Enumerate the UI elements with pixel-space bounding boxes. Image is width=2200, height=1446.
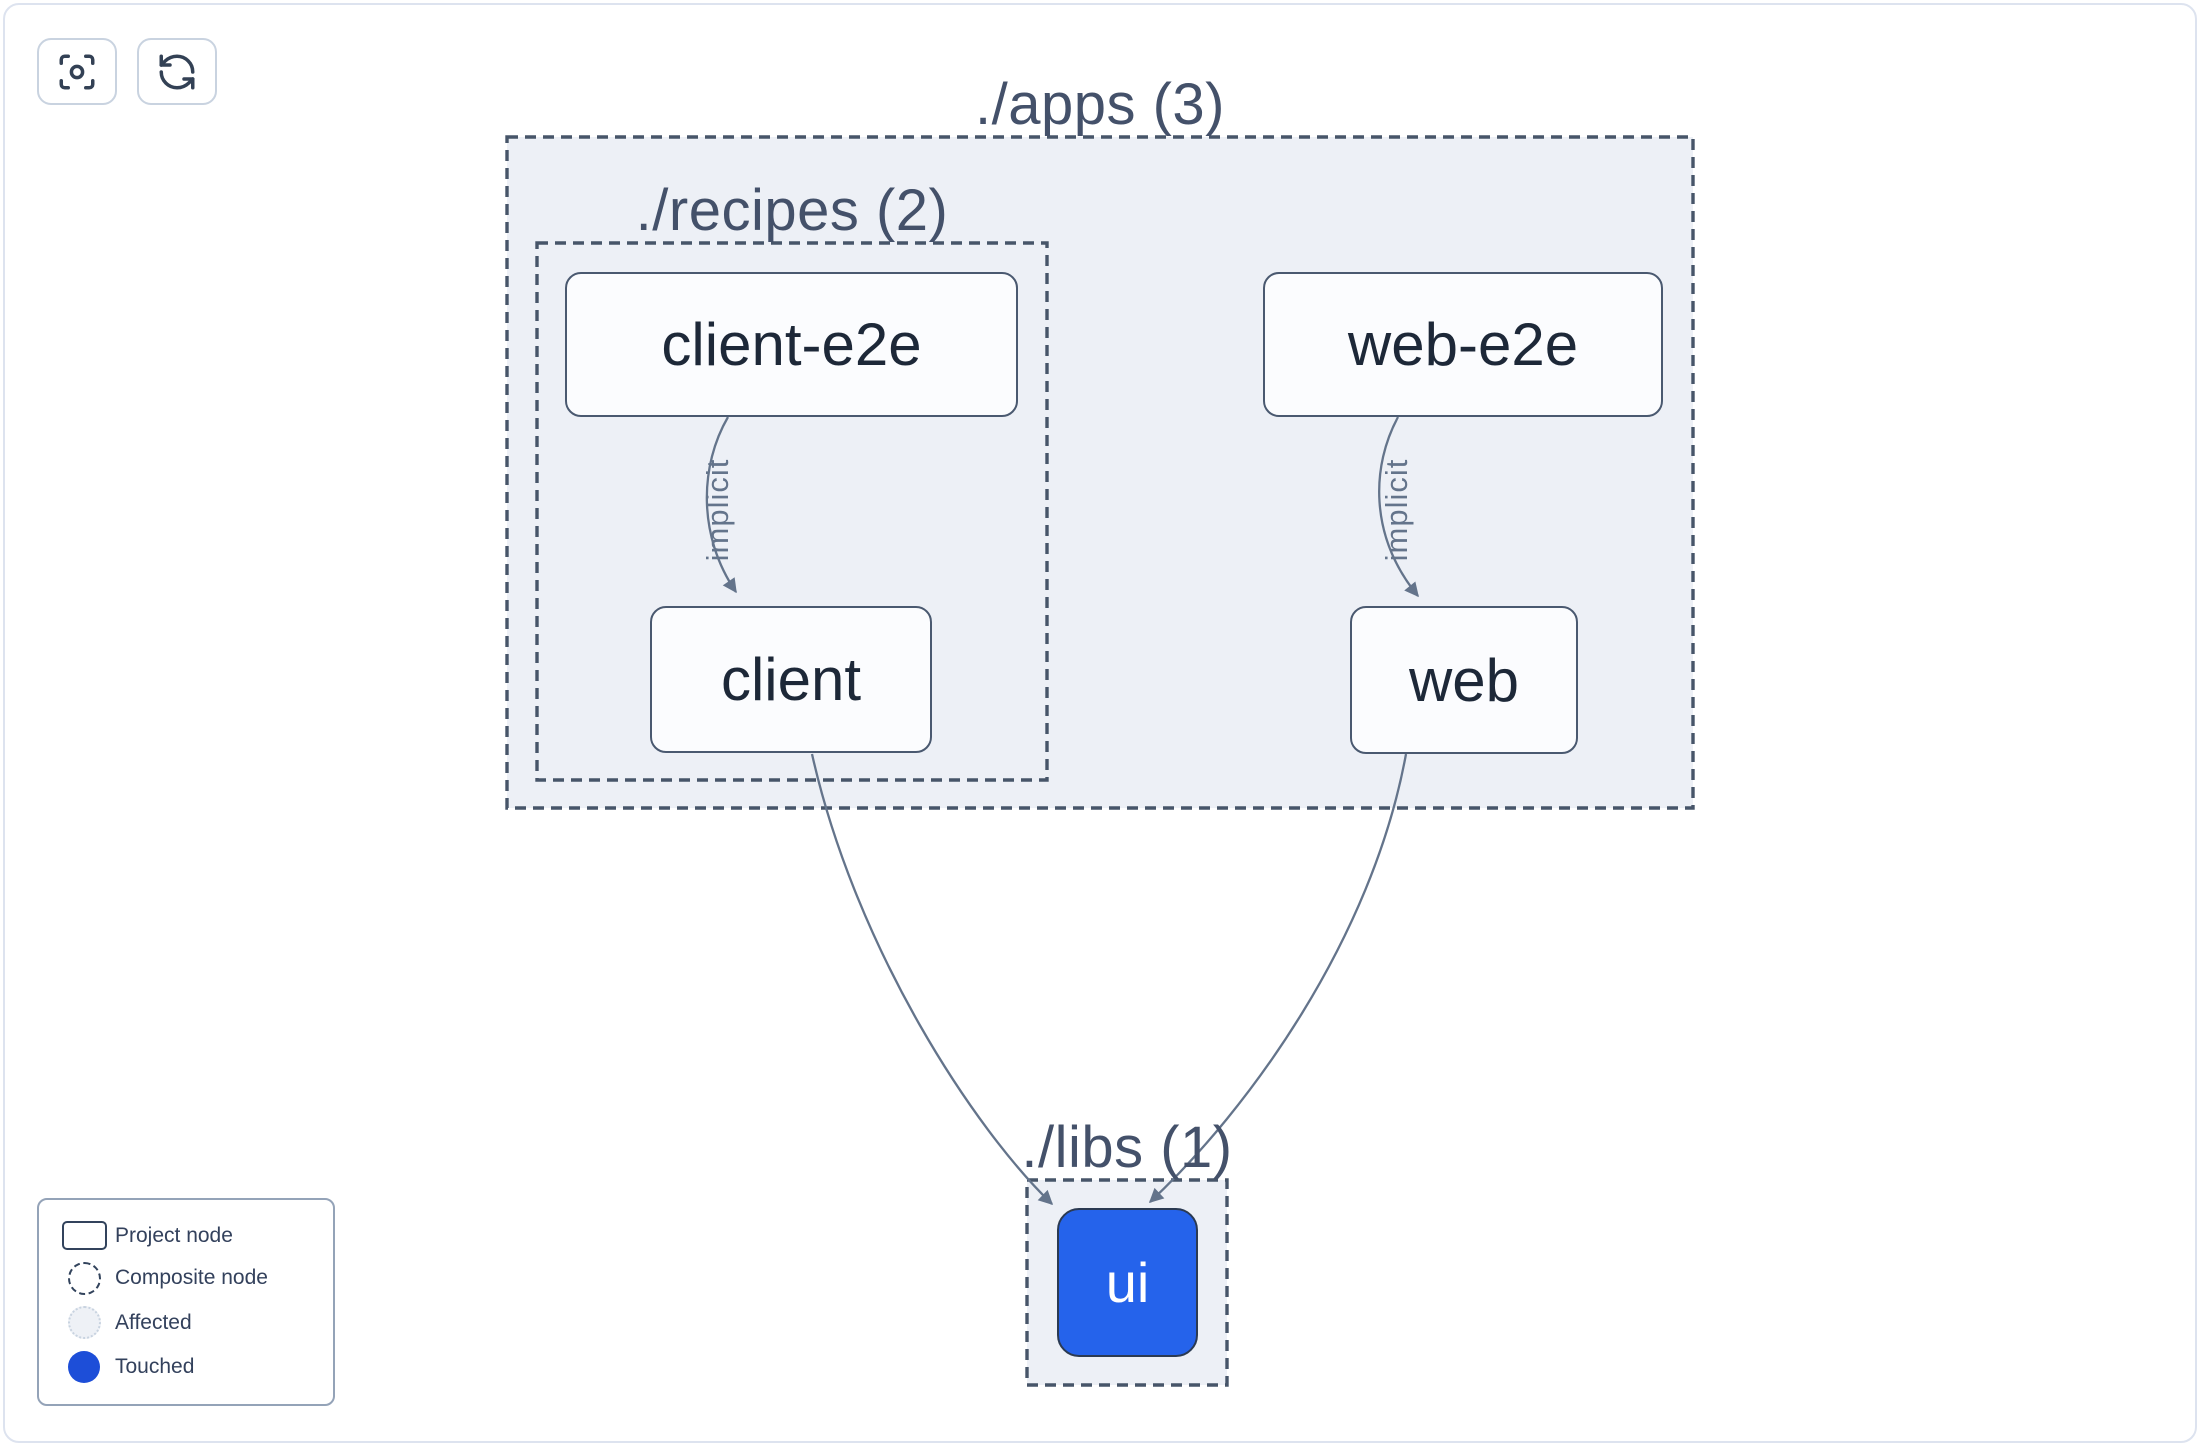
project-node-ui[interactable]: ui [1057, 1208, 1198, 1357]
focus-icon [56, 51, 98, 93]
legend-panel: Project node Composite node Affected Tou… [37, 1198, 335, 1406]
edge-client-to-ui[interactable] [810, 753, 1054, 1205]
node-label-client: client [720, 646, 862, 713]
legend-label: Composite node [115, 1266, 268, 1290]
edge-label-implicit-web: implicit [1379, 458, 1414, 562]
edge-web-e2e-to-web[interactable] [1378, 416, 1419, 598]
project-node-web-e2e[interactable]: web-e2e [1263, 272, 1663, 417]
legend-label: Affected [115, 1310, 192, 1334]
container-title-apps[interactable]: ./apps (3) [975, 72, 1225, 137]
legend-row-touched: Touched [53, 1350, 319, 1383]
refresh-button[interactable] [137, 38, 217, 105]
container-title-recipes[interactable]: ./recipes (2) [635, 178, 949, 243]
node-label-ui: ui [1105, 1251, 1150, 1314]
zoom-to-fit-button[interactable] [37, 38, 117, 105]
node-label-client-e2e: client-e2e [661, 311, 922, 378]
toolbar [37, 38, 217, 105]
project-node-client[interactable]: client [650, 606, 932, 753]
node-label-web: web [1408, 646, 1520, 714]
node-label-web-e2e: web-e2e [1347, 311, 1579, 378]
legend-row-affected: Affected [53, 1306, 319, 1340]
legend-label: Touched [115, 1354, 195, 1378]
project-node-swatch [61, 1221, 107, 1251]
legend-label: Project node [115, 1223, 233, 1247]
edge-web-to-ui[interactable] [1148, 753, 1408, 1203]
container-title-libs[interactable]: ./libs (1) [1021, 1115, 1233, 1180]
edge-client-e2e-to-client[interactable] [705, 416, 737, 594]
edge-label-implicit-client: implicit [700, 458, 735, 562]
project-node-client-e2e[interactable]: client-e2e [565, 272, 1018, 417]
legend-row-composite-node: Composite node [53, 1261, 319, 1295]
composite-node-swatch [67, 1261, 101, 1295]
touched-swatch [68, 1350, 100, 1383]
legend-row-project-node: Project node [53, 1221, 319, 1251]
project-node-web[interactable]: web [1350, 606, 1578, 754]
affected-swatch [67, 1306, 101, 1340]
refresh-icon [156, 51, 198, 93]
